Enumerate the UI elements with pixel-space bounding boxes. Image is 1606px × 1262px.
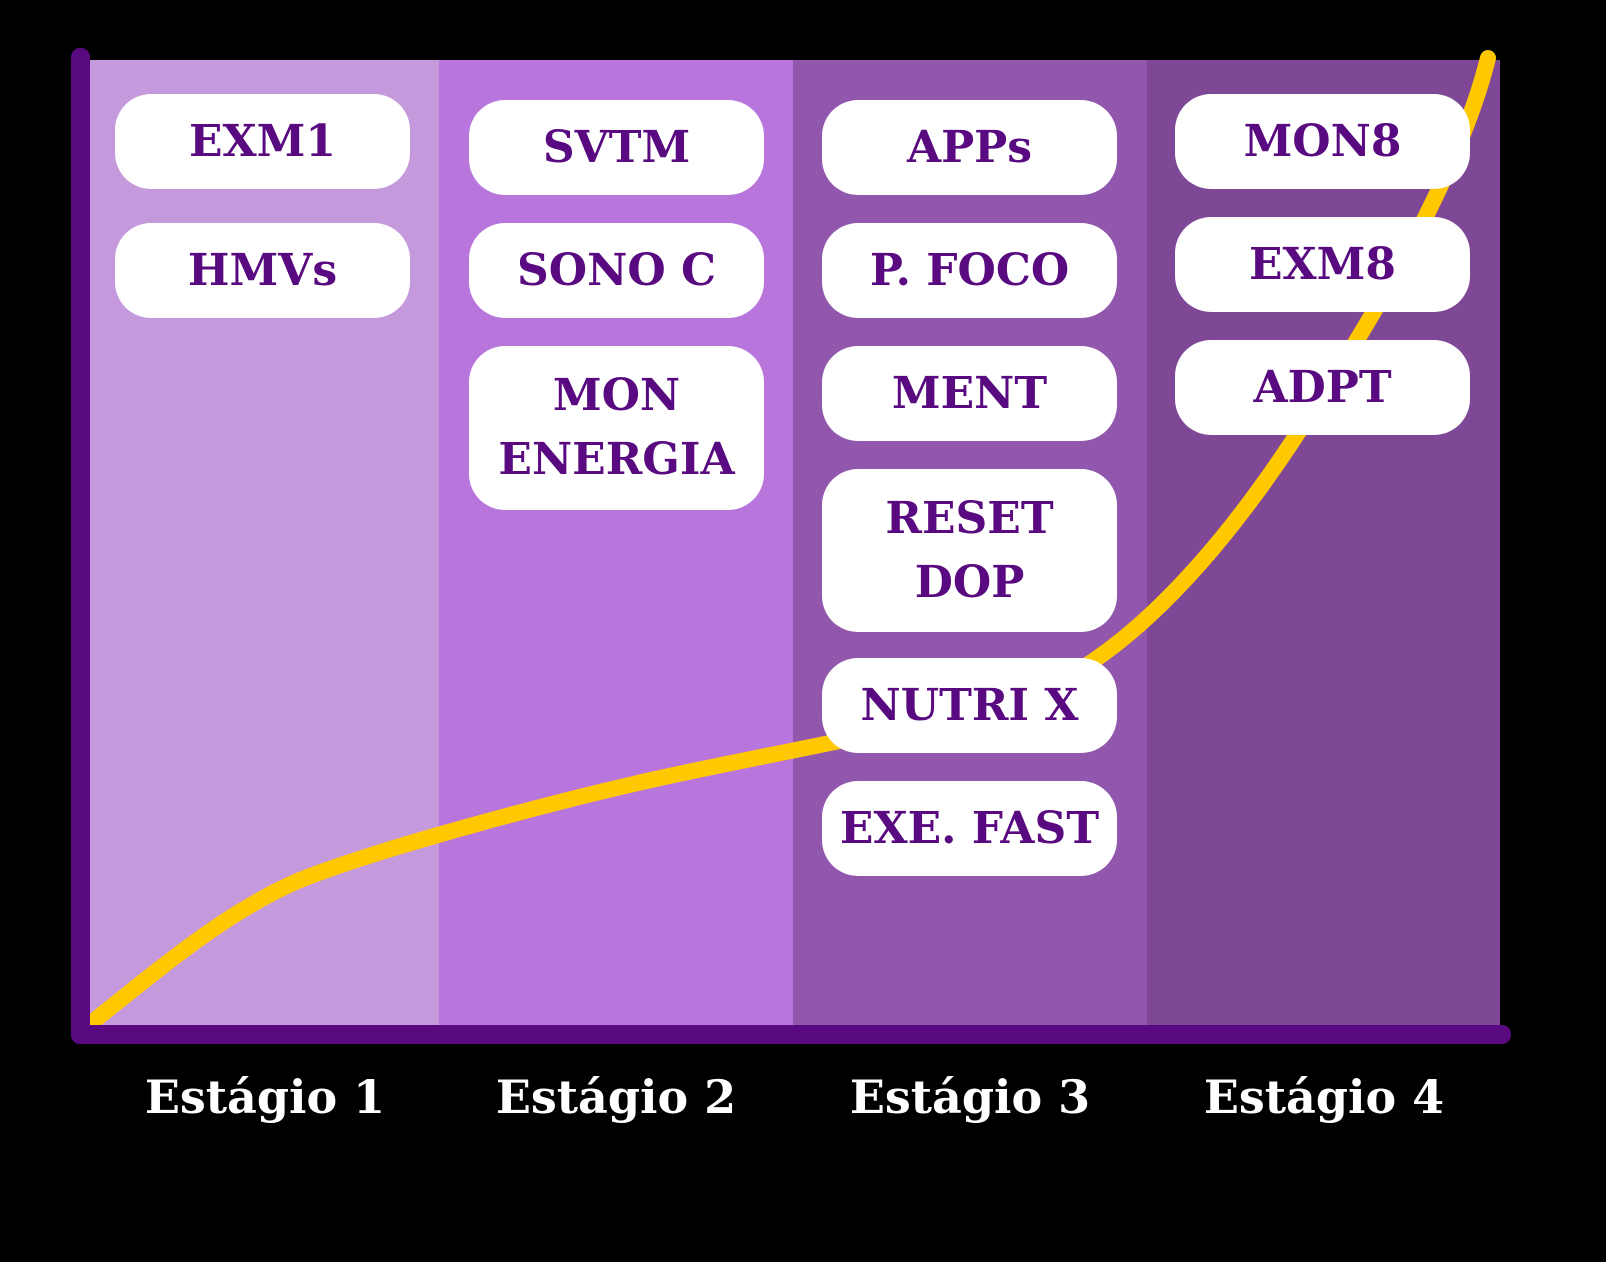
stage-2-label: Estágio 2 [495,1070,737,1124]
stage-4-label: Estágio 4 [1203,1070,1445,1124]
item-sono-c: SONO C [469,223,764,318]
item-exm8: EXM8 [1175,217,1470,312]
item-ment: MENT [822,346,1117,441]
item-reset-dop: RESET DOP [822,469,1117,632]
item-apps: APPs [822,100,1117,195]
stage-3-label: Estágio 3 [849,1070,1091,1124]
item-p-foco: P. FOCO [822,223,1117,318]
item-adpt: ADPT [1175,340,1470,435]
x-axis [71,1025,1511,1044]
stage-2-column [439,60,793,1028]
item-mon8: MON8 [1175,94,1470,189]
item-exm1: EXM1 [115,94,410,189]
item-svtm: SVTM [469,100,764,195]
item-exe-fast: EXE. FAST [822,781,1117,876]
progress-curve-line [87,50,1496,1028]
y-axis [71,48,90,1044]
item-mon-energia: MON ENERGIA [469,346,764,510]
stage-1-column [90,60,439,1028]
stage-1-label: Estágio 1 [144,1070,386,1124]
item-nutri-x: NUTRI X [822,658,1117,753]
item-hmvs: HMVs [115,223,410,318]
